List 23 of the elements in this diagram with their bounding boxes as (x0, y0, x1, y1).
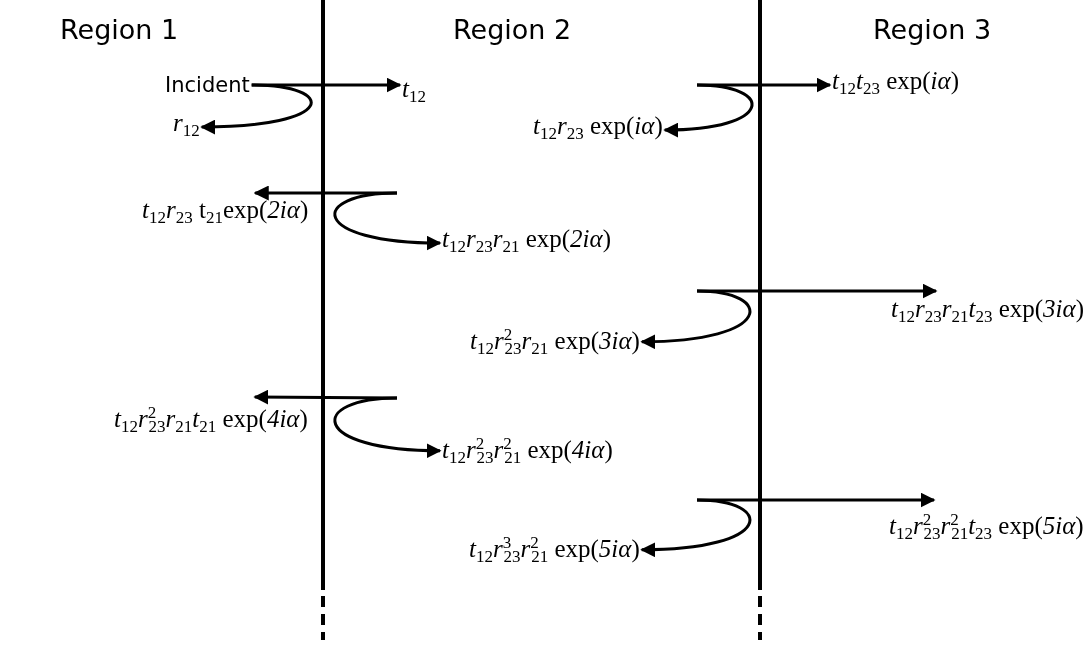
amplitude-formula: t$_{12}$r$^{2}$$_{23}$r$^{2}$$_{21}$ exp(4iα) (442, 429, 613, 473)
reflected-arrow (640, 289, 752, 349)
amplitude-formula: t$_{12}$r$^{2}$$_{23}$r$_{21}$t$_{21}$ exp(4iα) (114, 398, 308, 442)
amplitude-formula: t$_{12}$ (402, 74, 426, 113)
amplitude-formula: t$_{12}$r$^{3}$$_{23}$r$^{2}$$_{21}$ exp(5iα) (469, 528, 640, 572)
amplitude-formula: t$_{12}$r$_{23}$ exp(iα) (533, 111, 663, 150)
reflected-arrow (640, 498, 752, 557)
region-label: Region 2 (453, 13, 572, 47)
amplitude-formula: t$_{12}$r$^{2}$$_{23}$r$_{21}$ exp(3iα) (470, 320, 640, 364)
amplitude-formula: t$_{12}$r$_{23}$r$_{21}$t$_{23}$ exp(3iα) (891, 294, 1084, 333)
region-label: Region 3 (873, 13, 992, 47)
wave-label: Incident (165, 70, 250, 100)
reflected-arrow (333, 396, 442, 458)
amplitude-formula: t$_{12}$t$_{23}$ exp(iα) (832, 66, 959, 105)
amplitude-formula: t$_{12}$r$^{2}$$_{23}$r$^{2}$$_{21}$t$_{23}$ exp(5iα) (889, 505, 1084, 549)
reflected-arrow (333, 191, 442, 251)
amplitude-formula: t$_{12}$r$_{23}$r$_{21}$ exp(2iα) (442, 224, 611, 263)
region-label: Region 1 (60, 13, 179, 47)
amplitude-formula: r$_{12}$ (173, 108, 200, 147)
amplitude-formula: t$_{12}$r$_{23}$ t$_{21}$exp(2iα) (142, 195, 309, 234)
transmitted-arrow (253, 389, 397, 405)
reflected-arrow (663, 83, 754, 138)
reflected-arrow (200, 83, 313, 135)
